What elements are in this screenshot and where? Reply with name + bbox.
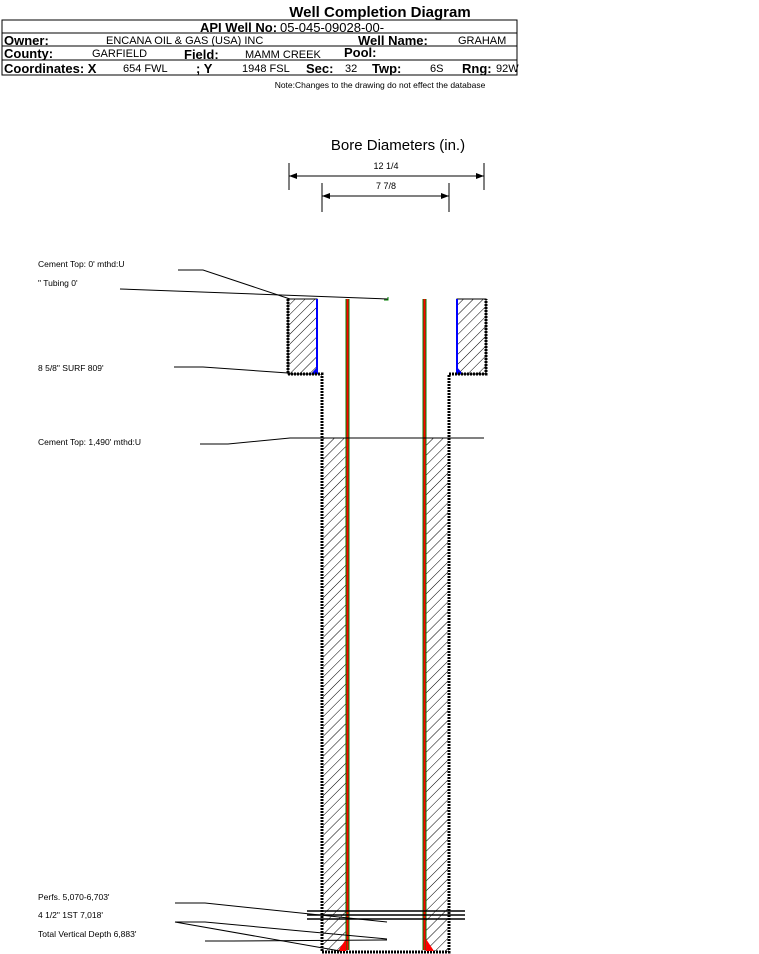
header-table: API Well No: 05-045-09028-00- Owner: ENC…	[1, 19, 519, 76]
perfs-label: Perfs. 5,070-6,703'	[38, 892, 110, 902]
well-name-value: GRAHAM	[458, 35, 506, 47]
coord-x-label: Coordinates: X	[4, 61, 97, 76]
production-casing	[338, 299, 434, 951]
production-cement	[323, 438, 448, 951]
twp-label: Twp:	[372, 61, 401, 76]
bore-diameters-title: Bore Diameters (in.)	[331, 137, 465, 154]
county-label: County:	[4, 46, 53, 61]
note-text: Note:Changes to the drawing do not effec…	[275, 80, 486, 90]
tvd-label: Total Vertical Depth 6,883'	[38, 929, 137, 939]
surface-cement	[287, 298, 487, 375]
well-name-label: Well Name:	[358, 33, 428, 48]
perforations	[307, 910, 465, 920]
coord-y-label: ; Y	[196, 61, 213, 76]
county-value: GARFIELD	[92, 48, 147, 60]
field-label: Field:	[184, 47, 219, 62]
surface-casing-label: 8 5/8" SURF 809'	[38, 363, 104, 373]
borehole-wall	[286, 299, 488, 954]
inner-diameter-label: 7 7/8	[376, 181, 396, 191]
outer-diameter-label: 12 1/4	[373, 161, 398, 171]
tubing-label: " Tubing 0'	[38, 278, 78, 288]
pool-label: Pool:	[344, 45, 377, 60]
coord-x-value: 654 FWL	[123, 63, 168, 75]
page-title: Well Completion Diagram	[289, 4, 470, 21]
api-value: 05-045-09028-00-	[280, 20, 384, 35]
sec-label: Sec:	[306, 61, 333, 76]
cement-top-surface-label: Cement Top: 0' mthd:U	[38, 259, 125, 269]
inner-diameter-dimension: 7 7/8	[321, 181, 450, 212]
owner-label: Owner:	[4, 33, 49, 48]
rng-value: 92W	[496, 63, 519, 75]
rng-label: Rng:	[462, 61, 492, 76]
twp-value: 6S	[430, 63, 443, 75]
sec-value: 32	[345, 63, 357, 75]
cement-top-production-label: Cement Top: 1,490' mthd:U	[38, 437, 141, 447]
owner-value: ENCANA OIL & GAS (USA) INC	[106, 35, 263, 47]
production-casing-label: 4 1/2" 1ST 7,018'	[38, 910, 103, 920]
field-value: MAMM CREEK	[245, 49, 321, 61]
api-label: API Well No:	[200, 20, 277, 35]
outer-diameter-dimension: 12 1/4	[288, 161, 485, 190]
coord-y-value: 1948 FSL	[242, 63, 290, 75]
